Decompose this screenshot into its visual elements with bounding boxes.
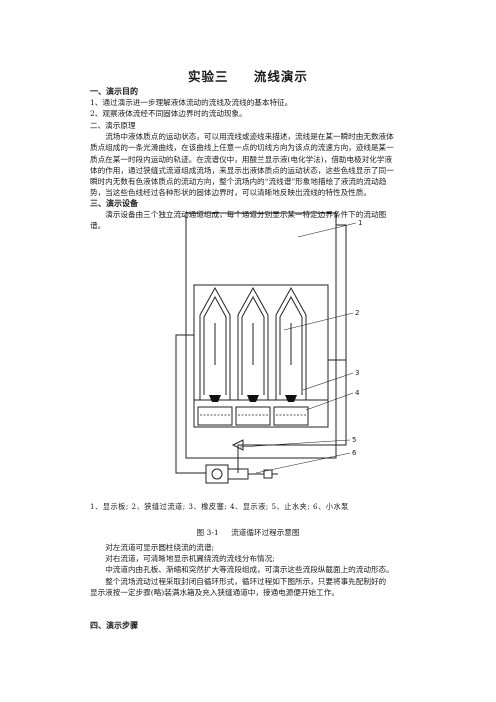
equipment-line-1: 演示设备由三个独立流动通道组成，每个通道分别显示某一特定边界条件下的流动图 [105,210,387,220]
purpose-item-1: 1、通过演示进一步理解液体流动的流线及流线的基本特征。 [90,98,293,108]
slit-channel-middle [237,286,269,400]
after-line-4: 整个流场流动过程采取封闭自循环形式，循环过程如下图所示，只要将事先配制好的 [105,576,387,586]
principle-line-6: 势，当这些色线经过各种形状的固体边界时，可以清晰地反映出流线的特性及性质。 [90,188,371,198]
purpose-item-2: 2、观察液体流经不同固体边界时的流动现象。 [90,109,247,119]
inner-frame [193,284,329,428]
figure-title: 流道循环过程示意图 [231,528,300,537]
principle-line-2: 质点组成的一条光滑曲线，在该曲线上任意一点的切线方向为该点的流速方向，迹线是某一 [90,143,394,153]
principle-line-1: 流场中液体质点的运动状态，可以用流线或迹线来描述，流线是在某一瞬时由无数液体 [105,132,394,142]
callout-3: 3 [355,369,359,377]
callout-6: 6 [352,449,357,457]
diagram-legend: 1、显示板; 2、狭缝过流道; 3、橡皮塞; 4、显示液; 5、止水夹; 6、小… [90,502,349,511]
section-steps: 四、演示步骤 [90,620,410,631]
slit-channel-right [275,286,307,400]
callout-5: 5 [352,436,356,444]
flow-apparatus-diagram: 1 2 3 4 5 6 [175,212,362,484]
experiment-name: 流线演示 [253,69,308,84]
callout-1: 1 [358,219,362,227]
page-title: 实验三 流线演示 [0,66,496,85]
channel-description: 对左流道可显示圆柱绕流的流谱; 对右流道，可清晰地显示机翼绕流的流线分布情况; … [90,542,410,598]
callout-4: 4 [355,389,360,397]
figure-caption: 图 3-1 流道循环过程示意图 [0,527,496,538]
after-line-3: 中流道内由孔板、渐缩和突然扩大等流段组成，可演示这些流段纵截面上的流动形态。 [105,565,394,575]
clip-valve [231,439,244,451]
experiment-number: 实验三 [188,69,229,84]
callout-2: 2 [355,309,359,317]
principle-line-4: 体的作用，通过狭缝式流道组成流场，来显示出液体质点的运动状态，这些色线显示了同一 [90,165,394,175]
section-equipment: 三、演示设备 演示设备由三个独立流动通道组成，每个通道分别显示某一特定边界条件下… [90,198,410,232]
return-pipe [175,334,206,474]
feed-pipe [237,359,347,473]
section-principle: 二、演示原理 流场中液体质点的运动状态，可以用流线或迹线来描述，流线是在某一瞬时… [90,120,410,198]
section-purpose: 一、演示目的 1、通过演示进一步理解液体流动的流线及流线的基本特征。 2、观察液… [90,86,410,120]
principle-line-3: 质点在某一时段内运动的轨迹。在流谱仪中，用酸兰显示液(电化学法)，借助电极对化学… [90,154,393,164]
equipment-line-2: 谱。 [90,221,106,231]
pump [205,464,229,484]
figure-number: 图 3-1 [196,528,219,537]
heading-steps: 四、演示步骤 [90,621,138,630]
after-line-1: 对左流道可显示圆柱绕流的流谱; [105,543,215,552]
slit-channel-left [199,286,231,400]
principle-line-5: 瞬时内无数有色液体质点的流动方向，整个流场内的“流线谱”形象地描绘了液流的流动趋 [90,177,387,187]
heading-equipment: 三、演示设备 [90,199,138,208]
display-board [185,212,337,459]
heading-purpose: 一、演示目的 [90,87,138,96]
after-line-5: 显示液按一定步骤(略)装满水箱及充入狭缝通道中，接通电源便开始工作。 [90,587,339,597]
heading-principle: 二、演示原理 [90,121,136,130]
rubber-plugs [209,395,297,402]
after-line-2: 对右流道，可清晰地显示机翼绕流的流线分布情况; [105,554,275,564]
